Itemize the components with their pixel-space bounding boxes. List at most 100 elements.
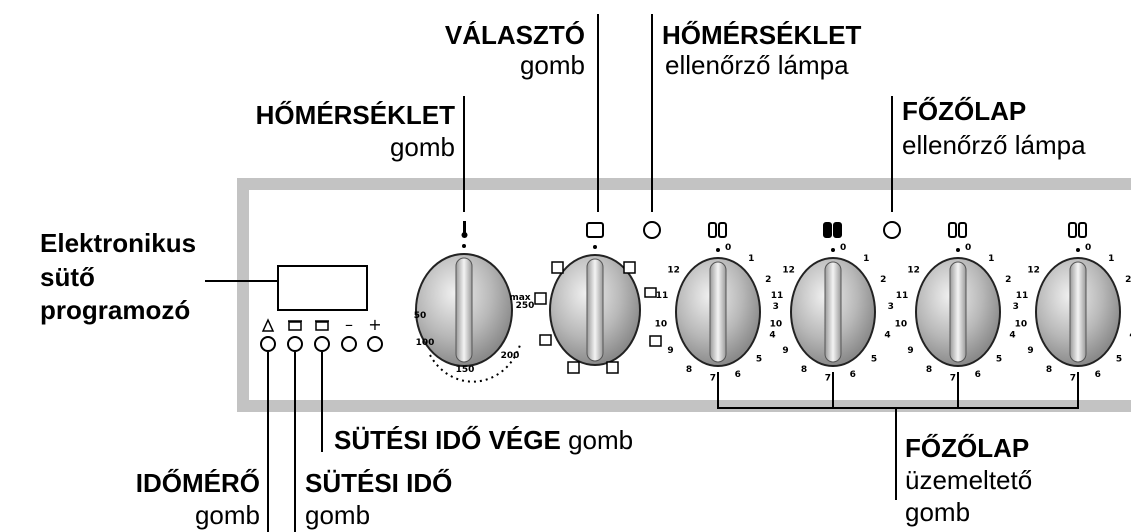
programmer-buttons: –+	[260, 315, 383, 352]
hob-scale-label: 4	[884, 331, 890, 341]
hob-lamp-title: FŐZŐLAP	[902, 96, 1027, 126]
hob-scale-label: 11	[771, 291, 784, 301]
temperature-scale-label: 50	[414, 311, 427, 321]
plus-button[interactable]: +	[367, 315, 383, 352]
hob-scale-label: 11	[656, 291, 669, 301]
hob-scale-label: 3	[1013, 302, 1019, 312]
hob-scale-label: 5	[1116, 355, 1122, 365]
hob-scale-label: 1	[748, 254, 754, 264]
hob-knobs-bracket	[717, 372, 1079, 409]
programmer-display	[277, 265, 368, 311]
hob-scale-label: 10	[1015, 320, 1028, 330]
selector-knob[interactable]	[549, 245, 641, 366]
temperature-knob-title: HŐMÉRSÉKLET	[255, 100, 455, 130]
hob-scale-label: 10	[895, 320, 908, 330]
hob-scale-label: 4	[1129, 331, 1131, 341]
hob-scale-label: 10	[655, 320, 668, 330]
hob-zone-front-right-icon	[948, 222, 967, 238]
hob-scale-label: 7	[950, 374, 956, 384]
pizza-icon	[567, 361, 580, 374]
hob-scale-label: 5	[756, 355, 762, 365]
hob-lamp-subtitle: ellenőrző lámpa	[902, 130, 1086, 160]
hob-indicator-lamp	[883, 221, 901, 239]
temperature-indicator-lamp	[643, 221, 661, 239]
leader-lines	[205, 14, 1079, 532]
fan-heat-icon	[623, 261, 636, 274]
hob-scale-label: 9	[667, 346, 673, 356]
pot-button[interactable]	[287, 320, 303, 352]
hob-scale-label: 7	[825, 374, 831, 384]
end-time-button-title: SÜTÉSI IDŐ VÉGE	[334, 425, 561, 455]
hob-scale-label: 0	[840, 243, 846, 253]
timer-button-title: IDŐMÉRŐ	[135, 468, 260, 498]
light-icon	[606, 361, 619, 374]
temperature-knob-subtitle: gomb	[389, 132, 455, 162]
end-time-button-subtitle: gomb	[568, 425, 634, 455]
hob-scale-label: 4	[1009, 331, 1015, 341]
hob-scale-label: 9	[782, 346, 788, 356]
hob-scale-label: 6	[975, 370, 981, 380]
selector-mode-icons	[534, 261, 662, 374]
hob-scale-label: 9	[907, 346, 913, 356]
hob-scale-label: 2	[1125, 275, 1131, 285]
hob-scale-label: 5	[871, 355, 877, 365]
hob-scale-label: 2	[880, 275, 886, 285]
programmer-label-line2: sütő	[40, 262, 95, 292]
minus-icon-label: –	[345, 315, 353, 334]
end-time-button-label: SÜTÉSI IDŐ VÉGE gomb	[334, 425, 633, 455]
hob-scale-label: 1	[988, 254, 994, 264]
bottom-heat-icon	[644, 287, 657, 298]
plus-icon-label: +	[368, 315, 381, 334]
hob-scale-label: 12	[667, 266, 680, 276]
minus-icon: –	[345, 315, 353, 334]
hob-scale-label: 8	[926, 365, 932, 375]
top-bottom-heat-icon	[551, 261, 564, 274]
hob-scale-label: 0	[965, 243, 971, 253]
hob-scale-label: 12	[782, 266, 795, 276]
pot-icon	[288, 320, 302, 331]
timer-button-subtitle: gomb	[194, 500, 260, 530]
hob-scale-label: 0	[725, 243, 731, 253]
temperature-scale-label: 250	[516, 301, 535, 311]
selector-knob-subtitle: gomb	[519, 50, 585, 80]
thermometer-icon	[461, 221, 468, 238]
hob-scale-label: 9	[1027, 346, 1033, 356]
fan-grill-icon	[649, 335, 662, 347]
pot-end-icon	[315, 320, 329, 331]
cook-time-button-subtitle: gomb	[305, 500, 371, 530]
grill-icon	[534, 292, 547, 305]
temperature-lamp-title: HŐMÉRSÉKLET	[662, 20, 862, 50]
hob-scale-label: 6	[735, 370, 741, 380]
hob-scale-label: 4	[769, 331, 775, 341]
selector-knob-title: VÁLASZTÓ	[444, 20, 585, 50]
hob-scale-label: 0	[1085, 243, 1091, 253]
hob-zone-front-left-icon	[823, 222, 842, 238]
hob-scale-label: 2	[765, 275, 771, 285]
minus-button[interactable]: –	[341, 315, 357, 352]
plus-icon: +	[368, 315, 381, 334]
bell-icon	[261, 318, 275, 332]
hob-scale-label: 6	[850, 370, 856, 380]
temperature-lamp-subtitle: ellenőrző lámpa	[665, 50, 849, 80]
temperature-scale-label: max	[509, 293, 530, 303]
hob-scale-label: 11	[896, 291, 909, 301]
hob-knob-subtitle-line2: gomb	[905, 497, 971, 527]
hob-scale-label: 8	[686, 365, 692, 375]
defrost-icon	[539, 334, 552, 346]
bell-button[interactable]	[260, 318, 276, 352]
programmer-label-line3: programozó	[40, 295, 191, 325]
hob-zone-rear-left-icon	[708, 222, 727, 238]
hob-knob-title: FŐZŐLAP	[905, 433, 1030, 463]
pot-end-button[interactable]	[314, 320, 330, 352]
hob-scale-label: 3	[773, 302, 779, 312]
hob-scale-label: 2	[1005, 275, 1011, 285]
hob-scale-label: 8	[801, 365, 807, 375]
hob-scale-label: 12	[1027, 266, 1040, 276]
programmer-label-line1: Elektronikus	[40, 228, 197, 258]
hob-knobs: 0123456789101112012345678910111201234567…	[655, 243, 1131, 384]
